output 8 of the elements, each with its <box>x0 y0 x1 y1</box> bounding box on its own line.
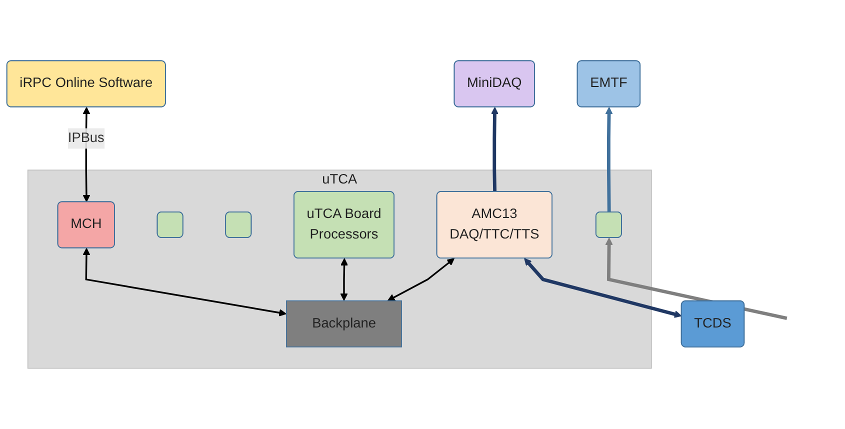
edge-label: IPBus <box>68 130 104 146</box>
node-box: Backplane <box>286 300 402 348</box>
arrow <box>605 106 613 212</box>
arrow <box>387 258 455 301</box>
arrow <box>82 248 286 316</box>
arrow <box>524 258 682 318</box>
arrow <box>490 106 498 192</box>
arrow <box>340 258 348 301</box>
